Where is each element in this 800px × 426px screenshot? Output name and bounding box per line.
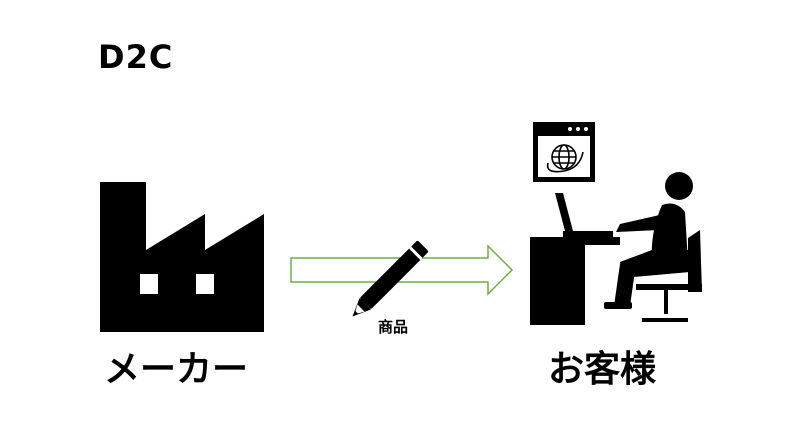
browser-globe-icon xyxy=(533,122,595,182)
product-label: 商品 xyxy=(378,318,409,336)
maker-label: メーカー xyxy=(104,349,249,390)
person-at-computer-icon xyxy=(530,172,702,325)
diagram-title: D2C xyxy=(98,38,174,76)
factory-icon xyxy=(100,182,264,332)
pencil-icon xyxy=(352,241,428,317)
customer-label: お客様 xyxy=(548,349,657,390)
